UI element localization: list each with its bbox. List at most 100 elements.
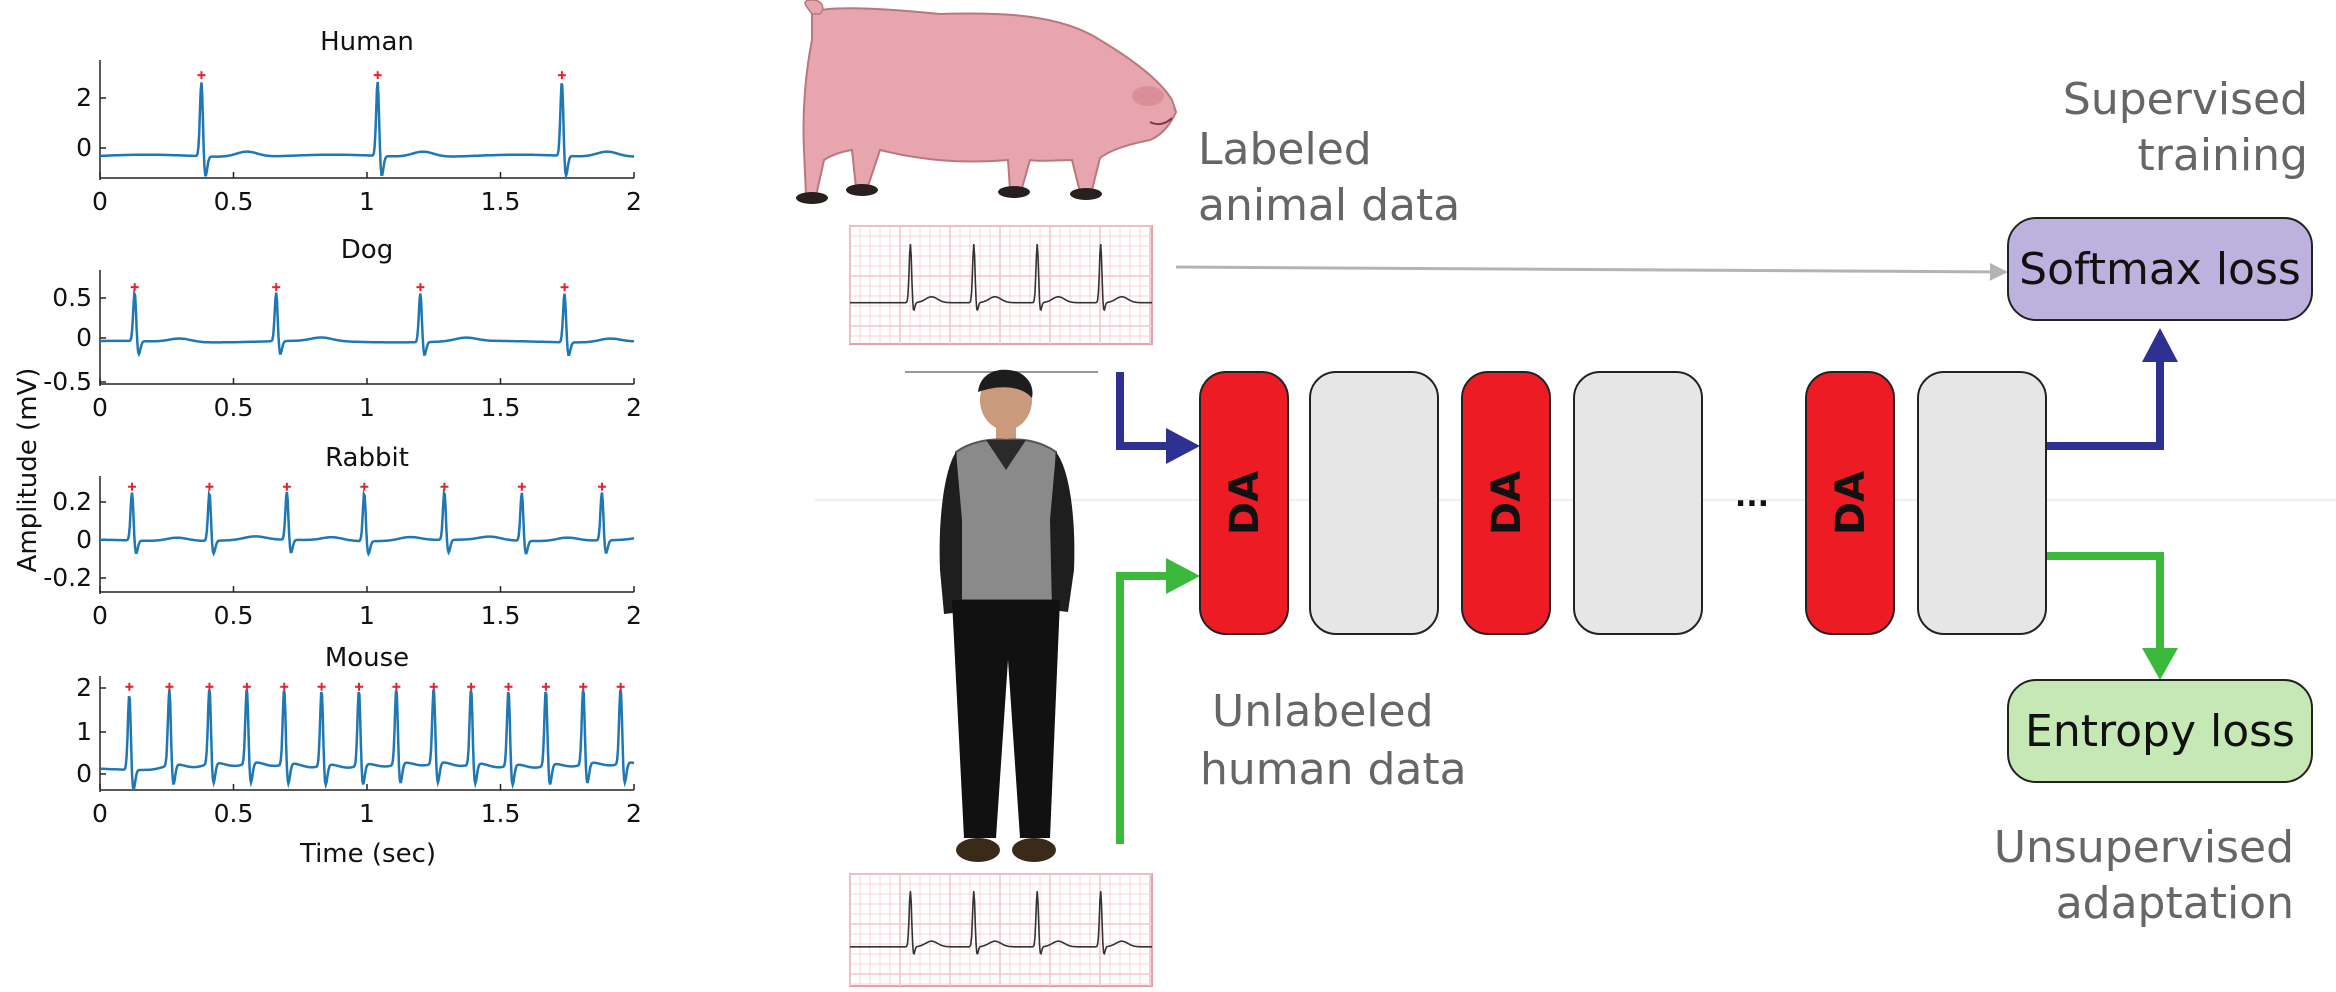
y-tick-label: 0 <box>76 133 92 162</box>
peak-marker <box>505 683 513 691</box>
ecg-signal <box>100 690 634 790</box>
labeled-label-line2: animal data <box>1198 180 1460 231</box>
y-axis-label: Amplitude (mV) <box>13 368 43 573</box>
unlabeled-label-line1: Unlabeled <box>1212 686 1434 737</box>
supervised-label-line1: Supervised <box>2063 74 2308 125</box>
human-ecg-strip <box>850 874 1152 986</box>
x-tick-label: 2 <box>626 799 642 828</box>
peak-marker <box>205 683 213 691</box>
ellipsis: ... <box>1735 479 1769 514</box>
y-tick-label: 0.5 <box>52 283 92 312</box>
subplot-title: Mouse <box>325 643 409 673</box>
human-image <box>940 370 1075 862</box>
unsupervised-label-line1: Unsupervised <box>1994 822 2294 873</box>
da-block-2: DA <box>1462 372 1550 634</box>
x-tick-label: 2 <box>626 187 642 216</box>
ecg-signal <box>100 82 634 175</box>
x-tick-label: 2 <box>626 601 642 630</box>
y-tick-label: 0 <box>76 525 92 554</box>
softmax-loss-label: Softmax loss <box>2019 244 2301 295</box>
y-tick-label: 2 <box>76 673 92 702</box>
peak-marker <box>561 283 569 291</box>
da-block-3: DA <box>1806 372 1894 634</box>
layer-block-3 <box>1918 372 2046 634</box>
peak-marker <box>197 71 205 79</box>
x-tick-label: 0.5 <box>214 393 254 422</box>
subplot-mouse: Mouse 0 0.5 1 1.5 2 2 1 0 <box>76 643 642 828</box>
peak-marker <box>318 683 326 691</box>
subplot-title: Human <box>320 27 414 57</box>
ecg-plots-panel: Human00.511.5220Dog00.511.520.50-0.5Rabb… <box>43 27 642 828</box>
unlabeled-label-line2: human data <box>1200 744 1467 795</box>
x-tick-label: 1.5 <box>481 799 521 828</box>
x-tick-label: 1.5 <box>481 601 521 630</box>
peak-marker <box>205 483 213 491</box>
x-tick-label: 1.5 <box>481 393 521 422</box>
peak-marker <box>374 71 382 79</box>
y-tick-label: 0 <box>76 323 92 352</box>
supervised-output-arrow <box>2046 328 2178 446</box>
y-tick-label: -0.5 <box>43 367 92 396</box>
ecg-signal <box>100 293 634 355</box>
x-tick-label: 0 <box>92 601 108 630</box>
x-tick-label: 1 <box>359 187 375 216</box>
animal-ecg-strip <box>850 226 1152 344</box>
da-label-2: DA <box>1484 471 1530 535</box>
unsupervised-input-arrow <box>1120 558 1200 844</box>
layer-block-2 <box>1574 372 1702 634</box>
subplot-human: Human 0 0.5 1 1.5 2 2 0 <box>76 27 642 216</box>
x-axis-label: Time (sec) <box>299 839 436 869</box>
subplot-title: Dog <box>341 235 393 265</box>
da-label-3: DA <box>1828 471 1874 535</box>
supervised-input-arrow <box>1120 372 1200 464</box>
unsupervised-output-arrow <box>2046 556 2178 680</box>
x-tick-label: 1 <box>359 601 375 630</box>
peak-marker <box>272 283 280 291</box>
peak-marker <box>416 283 424 291</box>
y-tick-label: -0.2 <box>43 563 92 592</box>
peak-marker <box>360 483 368 491</box>
peak-marker <box>518 483 526 491</box>
peak-marker <box>131 283 139 291</box>
x-tick-label: 0 <box>92 799 108 828</box>
y-tick-label: 0 <box>76 759 92 788</box>
ecg-signal <box>100 492 634 554</box>
peak-marker <box>243 683 251 691</box>
da-block-1: DA <box>1200 372 1288 634</box>
peak-marker <box>355 683 363 691</box>
peak-marker <box>542 683 550 691</box>
x-tick-label: 2 <box>626 393 642 422</box>
da-label-1: DA <box>1222 471 1268 535</box>
peak-marker <box>579 683 587 691</box>
y-tick-label: 0.2 <box>52 487 92 516</box>
peak-marker <box>598 483 606 491</box>
subplot-title: Rabbit <box>325 443 409 473</box>
x-tick-label: 1.5 <box>481 187 521 216</box>
supervised-label-line2: training <box>2138 130 2308 181</box>
x-tick-label: 0.5 <box>214 601 254 630</box>
peak-marker <box>558 71 566 79</box>
unsupervised-label-line2: adaptation <box>2056 878 2294 929</box>
x-tick-label: 0 <box>92 187 108 216</box>
peak-marker <box>280 683 288 691</box>
y-tick-label: 1 <box>76 717 92 746</box>
entropy-loss-label: Entropy loss <box>2025 706 2295 757</box>
peak-marker <box>165 683 173 691</box>
x-tick-label: 1 <box>359 393 375 422</box>
peak-marker <box>283 483 291 491</box>
y-tick-label: 2 <box>76 83 92 112</box>
peak-marker <box>467 683 475 691</box>
x-tick-label: 0 <box>92 393 108 422</box>
peak-marker <box>430 683 438 691</box>
x-tick-label: 0.5 <box>214 187 254 216</box>
pig-image <box>796 0 1176 204</box>
peak-marker <box>125 683 133 691</box>
peak-marker <box>440 483 448 491</box>
peak-marker <box>128 483 136 491</box>
x-tick-label: 0.5 <box>214 799 254 828</box>
peak-marker <box>617 683 625 691</box>
x-tick-label: 1 <box>359 799 375 828</box>
